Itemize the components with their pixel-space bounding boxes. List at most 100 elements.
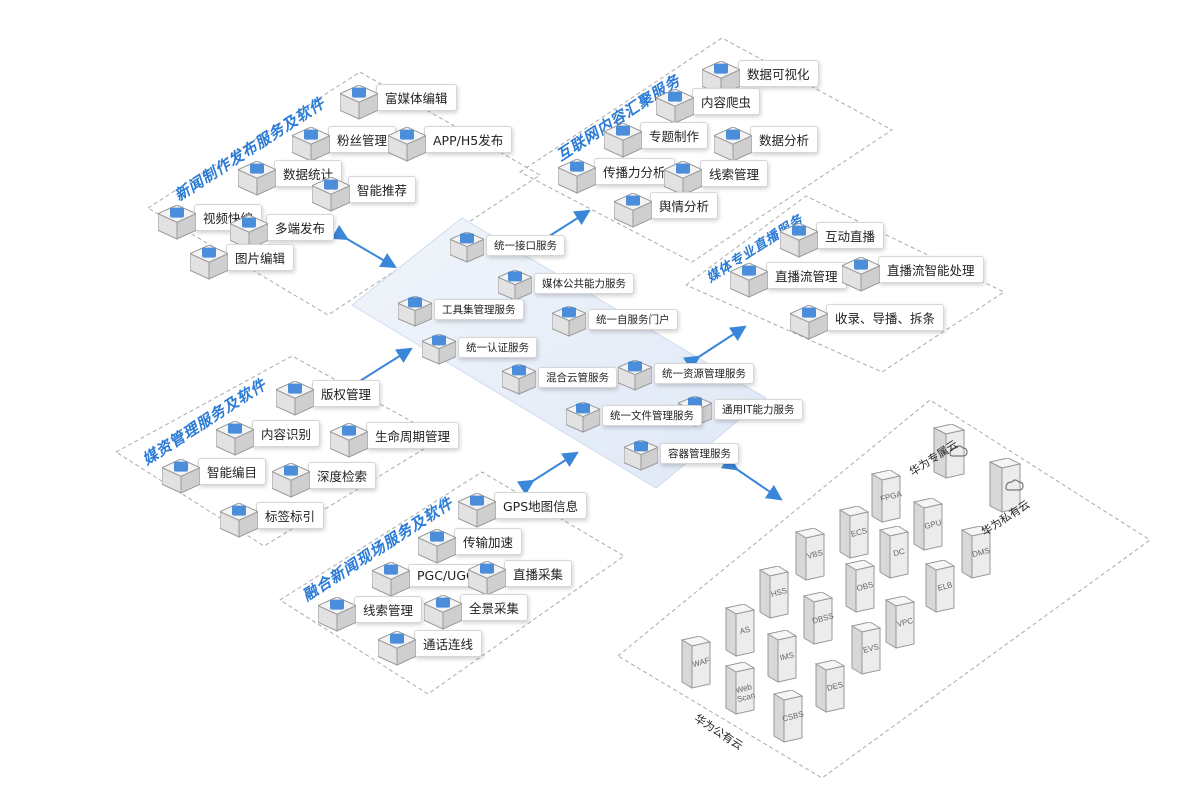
news_publish-node-label: 智能推荐: [348, 176, 417, 203]
news_publish-node-label: 图片编辑: [226, 244, 295, 271]
asset-node: 深度检索: [270, 461, 377, 498]
news_publish-node: 多端发布: [228, 213, 335, 250]
core-node: 容器管理服务: [622, 439, 739, 471]
core-node-label: 统一资源管理服务: [654, 362, 754, 384]
onsite-node: 全景采集: [422, 593, 529, 630]
module-cube-icon: [420, 333, 462, 365]
internet-node: 数据可视化: [700, 59, 819, 96]
news_publish-node: 粉丝管理: [290, 125, 397, 162]
region-internet: [519, 37, 893, 263]
onsite-node-label: GPS地图信息: [494, 492, 588, 519]
asset-node-label: 智能编目: [198, 458, 267, 485]
module-cube-icon: [496, 269, 538, 301]
cloud-service-box: FPGA: [868, 469, 904, 528]
module-cube-icon: [622, 439, 664, 471]
cloud-service-box: DC: [876, 525, 912, 584]
asset-node-label: 深度检索: [308, 462, 377, 489]
module-cube-icon: [778, 221, 820, 258]
onsite-node: 通话连线: [376, 629, 483, 666]
cloud-service-box: DMS: [958, 525, 994, 584]
cloud-service-box: VPC: [882, 595, 918, 654]
cloud-service-box: IMS: [764, 629, 800, 688]
module-cube-icon: [376, 629, 418, 666]
internet-node-label: 内容爬虫: [692, 88, 761, 115]
module-cube-icon: [274, 379, 316, 416]
asset-node: 智能编目: [160, 457, 267, 494]
core-node-label: 工具集管理服务: [434, 298, 524, 320]
internet-node-label: 数据可视化: [738, 60, 819, 87]
onsite-node-label: 直播采集: [504, 560, 573, 587]
module-cube-icon: [700, 59, 742, 96]
module-cube-icon: [662, 159, 704, 196]
internet-node: 传播力分析: [556, 157, 675, 194]
core-node: 统一文件管理服务: [564, 401, 702, 433]
live-node-label: 互动直播: [816, 222, 885, 249]
module-cube-icon: [270, 461, 312, 498]
module-cube-icon: [602, 121, 644, 158]
module-cube-icon: [612, 191, 654, 228]
arrow-onsite: [516, 451, 579, 496]
cloud-service-box: ELB: [922, 559, 958, 618]
cloud-service-box: OBS: [842, 559, 878, 618]
core-node-label: 统一接口服务: [486, 234, 565, 256]
live-node-label: 收录、导播、拆条: [826, 304, 945, 331]
module-cube-icon: [448, 231, 490, 263]
cloud-service-box: DBSS: [800, 591, 836, 650]
news_publish-node-label: 多端发布: [266, 214, 335, 241]
live-node: 直播流智能处理: [840, 255, 984, 292]
asset-node: 内容识别: [214, 419, 321, 456]
module-cube-icon: [466, 559, 508, 596]
module-cube-icon: [316, 595, 358, 632]
cloud-service-box: AS: [722, 603, 758, 662]
internet-node-label: 线索管理: [700, 160, 769, 187]
internet-node: 舆情分析: [612, 191, 719, 228]
news_publish-node-label: 粉丝管理: [328, 126, 397, 153]
cloud-service-box: EVS: [848, 621, 884, 680]
core-node-label: 统一自服务门户: [588, 308, 678, 330]
live-node-label: 直播流智能处理: [878, 256, 984, 283]
internet-node: 数据分析: [712, 125, 819, 162]
private-cloud-icon: [986, 457, 1024, 518]
arrow-cloud: [720, 454, 783, 501]
module-cube-icon: [188, 243, 230, 280]
cloud-service-box: Web Scan: [722, 661, 758, 720]
module-cube-icon: [788, 303, 830, 340]
arrow-live: [682, 325, 747, 372]
asset-node: 标签标引: [218, 501, 325, 538]
core-node-label: 统一认证服务: [458, 336, 537, 358]
cloud-service-box: GPU: [910, 497, 946, 556]
internet-node-label: 舆情分析: [650, 192, 719, 219]
module-cube-icon: [654, 87, 696, 124]
module-cube-icon: [550, 305, 592, 337]
core-node-label: 通用IT能力服务: [714, 398, 803, 420]
module-cube-icon: [422, 593, 464, 630]
core-node-label: 媒体公共能力服务: [534, 272, 634, 294]
live-node: 互动直播: [778, 221, 885, 258]
live-node: 收录、导播、拆条: [788, 303, 945, 340]
module-cube-icon: [386, 125, 428, 162]
core-node: 工具集管理服务: [396, 295, 524, 327]
internet-node: 内容爬虫: [654, 87, 761, 124]
news_publish-node-label: 富媒体编辑: [376, 84, 457, 111]
onsite-node: 直播采集: [466, 559, 573, 596]
module-cube-icon: [328, 421, 370, 458]
onsite-node-label: 全景采集: [460, 594, 529, 621]
onsite-node-label: 通话连线: [414, 630, 483, 657]
module-cube-icon: [556, 157, 598, 194]
core-node: 统一接口服务: [448, 231, 565, 263]
region-onsite: [279, 471, 625, 695]
arrow-news: [331, 225, 397, 269]
asset-node-label: 内容识别: [252, 420, 321, 447]
module-cube-icon: [228, 213, 270, 250]
core-node: 混合云管服务: [500, 363, 617, 395]
asset-node-label: 生命周期管理: [366, 422, 460, 449]
module-cube-icon: [214, 419, 256, 456]
asset-node-label: 标签标引: [256, 502, 325, 529]
module-cube-icon: [290, 125, 332, 162]
news_publish-node: 智能推荐: [310, 175, 417, 212]
cloud-service-box: WAF: [678, 635, 714, 694]
cloud-service-box: CSBS: [770, 689, 806, 748]
live-node-label: 直播流管理: [766, 262, 847, 289]
module-cube-icon: [712, 125, 754, 162]
